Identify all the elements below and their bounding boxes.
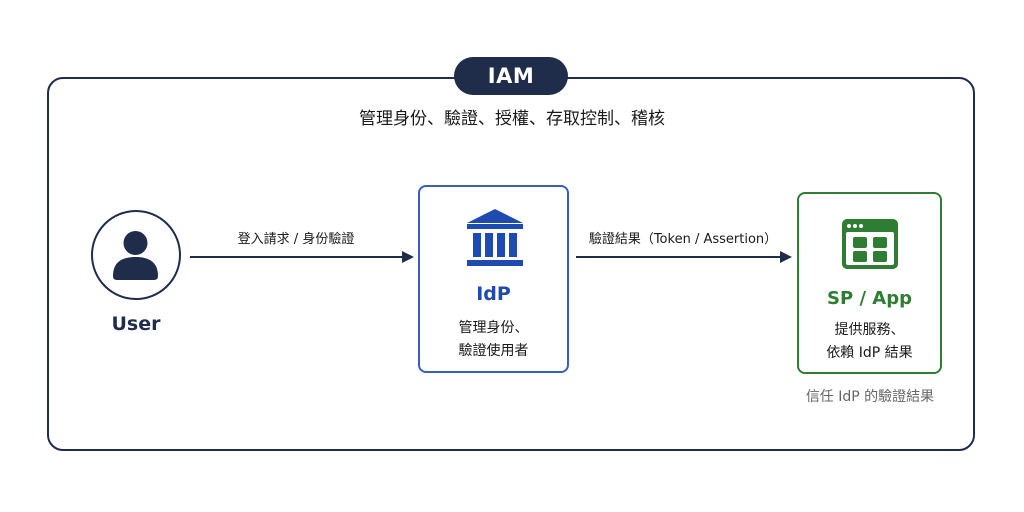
- arrow-result-label: 驗證結果（Token / Assertion）: [588, 232, 778, 247]
- arrow-login-request: [190, 251, 414, 263]
- idp-node: IdP 管理身份、 驗證使用者: [418, 185, 569, 373]
- sp-desc-line1: 提供服務、: [834, 322, 905, 338]
- idp-desc-line1: 管理身份、: [458, 320, 529, 336]
- idp-desc-line2: 驗證使用者: [458, 343, 529, 359]
- app-window-icon: [842, 219, 898, 269]
- arrow-auth-result: [576, 251, 792, 263]
- arrow-login-label: 登入請求 / 身份驗證: [237, 232, 355, 247]
- user-node: [91, 210, 181, 300]
- institution-icon: [467, 209, 523, 266]
- iam-badge-label: IAM: [487, 64, 535, 88]
- idp-title: IdP: [476, 283, 511, 305]
- sp-title: SP / App: [827, 288, 912, 309]
- iam-badge: IAM: [454, 57, 568, 95]
- sp-trust-caption: 信任 IdP 的驗證結果: [805, 389, 935, 405]
- iam-subtitle: 管理身份、驗證、授權、存取控制、稽核: [359, 109, 665, 129]
- user-label: User: [111, 313, 161, 335]
- user-icon: [113, 231, 158, 280]
- sp-desc-line2: 依賴 IdP 結果: [826, 345, 913, 361]
- sp-node: SP / App 提供服務、 依賴 IdP 結果: [797, 192, 942, 374]
